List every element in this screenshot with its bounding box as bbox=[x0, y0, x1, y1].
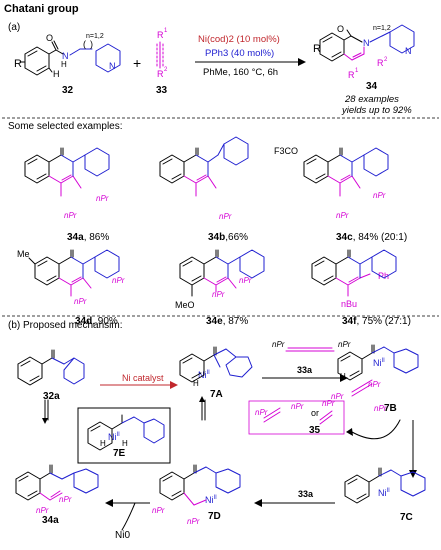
alkene-35-label: 35 bbox=[309, 425, 321, 436]
intermediate-7d-label: 7D bbox=[208, 511, 221, 522]
r1-sup-34: 1 bbox=[355, 68, 359, 74]
npr-label: nPr bbox=[96, 194, 109, 203]
npr-label: nPr bbox=[74, 297, 87, 306]
r2-label: R bbox=[157, 69, 164, 79]
npr-label: nPr bbox=[291, 402, 304, 411]
npr-label: nPr bbox=[212, 290, 225, 299]
section-a-label: (a) bbox=[8, 22, 21, 33]
or-label: or bbox=[311, 408, 320, 418]
r-substituent-34: R bbox=[313, 43, 321, 55]
npr-label: nPr bbox=[152, 506, 165, 515]
ni0-label: Ni0 bbox=[115, 530, 131, 541]
ni-7d: NiII bbox=[205, 495, 217, 505]
alkyne-33a-label-2: 33a bbox=[298, 489, 314, 499]
page-title: Chatani group bbox=[4, 3, 79, 15]
compound-34-label: 34 bbox=[366, 81, 378, 92]
h-7e-right: H bbox=[122, 439, 128, 448]
amide-n-34: N bbox=[363, 38, 370, 48]
r2-sup: 2 bbox=[164, 67, 168, 73]
section-b-label: (b) Proposed mechansim: bbox=[8, 320, 123, 331]
compound-33-label: 33 bbox=[156, 85, 168, 96]
meo-substituent: MeO bbox=[175, 300, 195, 310]
npr-label: nPr bbox=[219, 212, 232, 221]
ni-7c: NiII bbox=[378, 488, 390, 498]
carbonyl-o-34: O bbox=[337, 24, 345, 34]
npr-label: nPr bbox=[373, 191, 386, 200]
n-index-32: n=1,2 bbox=[86, 33, 104, 40]
ni-7b: NiII bbox=[373, 358, 385, 368]
npr-label: nPr bbox=[64, 211, 77, 220]
r2-sup-34: 2 bbox=[384, 57, 388, 63]
npr-label: nPr bbox=[187, 517, 200, 526]
condition-catalyst: Ni(cod)2 (10 mol%) bbox=[198, 34, 280, 45]
npr-label: nPr bbox=[36, 506, 49, 515]
alkyne-npr-right: nPr bbox=[338, 340, 351, 349]
h-7a: H bbox=[193, 379, 199, 388]
ni-7a: NiII bbox=[198, 370, 210, 380]
alkyne-npr-left: nPr bbox=[272, 340, 285, 349]
summary-yields: yields up to 92% bbox=[342, 105, 412, 116]
r1-label: R bbox=[157, 30, 164, 40]
svg-text:(: ( bbox=[83, 39, 86, 49]
intermediate-32a-label: 32a bbox=[43, 391, 60, 402]
npr-label: nPr bbox=[322, 399, 335, 408]
example-34d-caption: 34d, 90% bbox=[75, 316, 118, 327]
me-substituent: Me bbox=[17, 249, 30, 259]
example-34c-caption: 34c, 84% (20:1) bbox=[336, 232, 408, 243]
plus-sign: + bbox=[133, 55, 142, 71]
examples-title: Some selected examples: bbox=[8, 121, 123, 132]
r2-label-34: R bbox=[377, 58, 384, 68]
npr-label: nPr bbox=[59, 495, 72, 504]
npr-label: nPr bbox=[112, 276, 125, 285]
summary-examples: 28 examples bbox=[345, 94, 399, 105]
condition-solvent: PhMe, 160 °C, 6h bbox=[203, 67, 279, 78]
r1-label-34: R bbox=[348, 70, 355, 80]
compound-32-label: 32 bbox=[62, 85, 74, 96]
intermediate-7e-label: 7E bbox=[113, 448, 126, 459]
npr-label: nPr bbox=[331, 392, 344, 401]
ni-catalyst-label: Ni catalyst bbox=[122, 373, 164, 383]
h-atom-32: H bbox=[53, 69, 60, 79]
condition-ligand: PPh3 (40 mol%) bbox=[205, 48, 275, 59]
npr-label: nPr bbox=[374, 404, 387, 413]
example-34f-caption: 34f, 75% (27:1) bbox=[342, 316, 411, 327]
npr-label: nPr bbox=[255, 408, 268, 417]
intermediate-7c-label: 7C bbox=[400, 512, 413, 523]
alkyne-33a-label: 33a bbox=[297, 365, 313, 375]
nh-label-32: N bbox=[62, 51, 69, 61]
carbonyl-o-32: O bbox=[46, 33, 54, 43]
npr-label: nPr bbox=[239, 276, 252, 285]
example-34e-caption: 34e, 87% bbox=[206, 316, 249, 327]
example-34b-caption: 34b,66% bbox=[208, 232, 249, 243]
r-substituent-32: R bbox=[14, 58, 22, 70]
r1-sup: 1 bbox=[164, 28, 168, 34]
npr-label: nPr bbox=[336, 211, 349, 220]
example-34a-caption: 34a, 86% bbox=[67, 232, 110, 243]
ph-substituent: Ph bbox=[378, 271, 390, 281]
pyridine-n-34: N bbox=[405, 46, 412, 56]
pyridine-n-32: N bbox=[109, 61, 116, 71]
intermediate-7a-label: 7A bbox=[210, 389, 223, 400]
svg-text:): ) bbox=[90, 39, 93, 49]
h-7e-left: H bbox=[100, 439, 106, 448]
npr-label: nPr bbox=[368, 380, 381, 389]
f3co-substituent: F3CO bbox=[274, 146, 299, 156]
nbu-substituent: nBu bbox=[341, 299, 358, 309]
n-index-34: n=1,2 bbox=[373, 25, 391, 32]
intermediate-7b-label: 7B bbox=[384, 403, 397, 414]
nh-h-32: H bbox=[61, 60, 67, 69]
product-34a-label: 34a bbox=[42, 515, 59, 526]
